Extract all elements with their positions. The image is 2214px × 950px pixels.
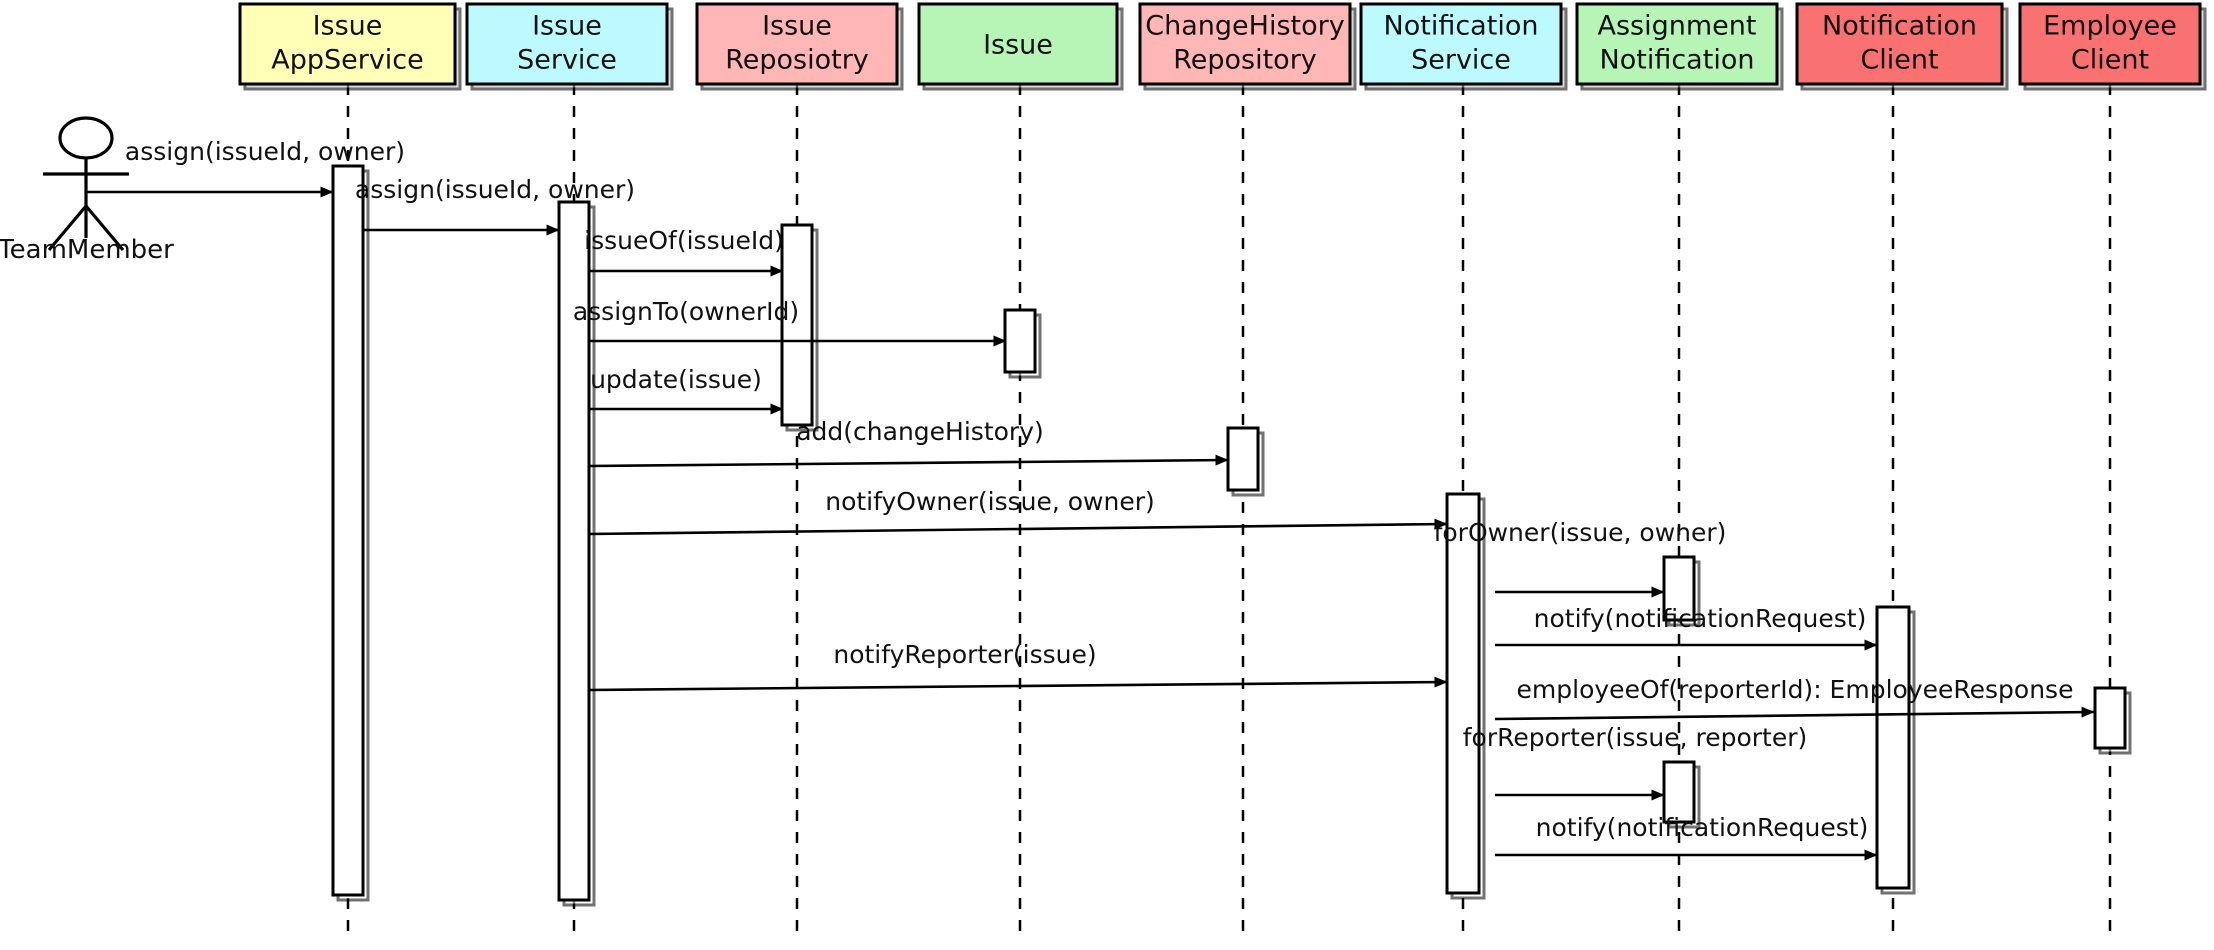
activation-bar-issue-repositry-1 — [780, 223, 819, 432]
msg-forowner-label: forOwner(issue, owner) — [1434, 518, 1727, 547]
actor-stick-figure — [43, 116, 129, 252]
participant-label-line2-issue-repositry: Reposiotry — [725, 45, 869, 76]
activations-layer — [331, 164, 2132, 907]
participant-label-line1-notification-client: Notification — [1822, 11, 1977, 42]
participant-label-line2-notification-client: Client — [1860, 45, 1938, 76]
actor-layer: TeamMember — [0, 116, 174, 265]
msg-assign-to-service-label: assign(issueId, owner) — [355, 175, 635, 204]
msg-notifyowner: notifyOwner(issue, owner) — [588, 487, 1448, 536]
participant-label-line2-employee-client: Client — [2071, 45, 2149, 76]
activation-bar-changehistory-repository-1 — [1226, 426, 1265, 497]
participant-label-line1-employee-client: Employee — [2043, 11, 2177, 42]
msg-employeeof-label: employeeOf(reporterId): EmployeeResponse — [1517, 675, 2074, 704]
msg-notify-notificationrequest-owner: notify(notificationRequest) — [1495, 604, 1878, 651]
msg-assign-from-actor: assign(issueId, owner) — [86, 137, 405, 198]
msg-notifyreporter-label: notifyReporter(issue) — [833, 640, 1096, 669]
participant-label-line1-changehistory-repository: ChangeHistory — [1145, 11, 1344, 42]
participant-label-line2-assignment-notification: Notification — [1600, 45, 1755, 76]
msg-update-issue-label: update(issue) — [590, 365, 762, 394]
participant-label-line2-issue-service: Service — [517, 45, 617, 76]
activation-bar-assignment-notification-2 — [1662, 760, 1701, 829]
activation-bar-issue-1 — [1003, 308, 1042, 379]
activation-bar-notification-service-1 — [1445, 492, 1486, 900]
participant-label-line1-notification-service: Notification — [1384, 11, 1539, 42]
participant-box-issue[interactable]: Issue — [917, 2, 1124, 91]
msg-employeeof-line — [1494, 706, 2095, 721]
messages-layer: assign(issueId, owner) assign(issueId, ow… — [86, 137, 2095, 861]
msg-issueof-label: issueOf(issueId) — [584, 226, 784, 255]
participant-label-line1-issue-app-service: Issue — [313, 11, 383, 42]
participant-label-line1-issue-repositry: Issue — [762, 11, 832, 42]
activation-bar-issue-service-1 — [557, 200, 596, 907]
msg-notifyowner-label: notifyOwner(issue, owner) — [825, 487, 1155, 516]
msg-assignto: assignTo(ownerId) — [573, 297, 1007, 347]
msg-add-changehistory: add(changeHistory) — [588, 417, 1229, 468]
participant-label-line1-issue-service: Issue — [532, 11, 602, 42]
participant-headers-layer: IssueAppServiceIssueServiceIssueReposiot… — [238, 2, 2207, 91]
msg-forreporter-label: forReporter(issue, reporter) — [1463, 723, 1808, 752]
msg-assign-from-actor-label: assign(issueId, owner) — [125, 137, 405, 166]
lifelines-layer — [346, 84, 2112, 938]
msg-add-changehistory-label: add(changeHistory) — [796, 417, 1044, 446]
msg-notifyreporter: notifyReporter(issue) — [588, 640, 1448, 692]
participant-label-line2-notification-service: Service — [1411, 45, 1511, 76]
msg-forowner: forOwner(issue, owner) — [1434, 518, 1727, 598]
activation-bar-notification-client-1 — [1875, 605, 1916, 895]
msg-issueof: issueOf(issueId) — [584, 226, 784, 277]
msg-assign-to-service: assign(issueId, owner) — [355, 175, 635, 236]
msg-notifyreporter-line — [588, 676, 1448, 692]
activation-bar-assignment-notification-1 — [1662, 555, 1701, 627]
activation-bar-issue-app-service-1 — [331, 164, 370, 902]
actor-label-teammember: TeamMember — [0, 235, 174, 265]
msg-notify-notificationrequest-owner-label: notify(notificationRequest) — [1534, 604, 1867, 633]
msg-notify-notificationrequest-reporter: notify(notificationRequest) — [1495, 813, 1878, 861]
msg-forreporter: forReporter(issue, reporter) — [1463, 723, 1808, 801]
msg-employeeof: employeeOf(reporterId): EmployeeResponse — [1494, 675, 2095, 721]
msg-add-changehistory-line — [588, 454, 1229, 468]
msg-update-issue: update(issue) — [589, 365, 784, 415]
msg-assignto-label: assignTo(ownerId) — [573, 297, 799, 326]
participant-label-line1-assignment-notification: Assignment — [1598, 11, 1757, 42]
activation-bar-employee-client-1 — [2093, 686, 2132, 755]
msg-notifyowner-line — [588, 518, 1448, 536]
msg-notify-notificationrequest-reporter-label: notify(notificationRequest) — [1536, 813, 1869, 842]
participant-label-line2-issue-app-service: AppService — [271, 45, 424, 76]
participant-label-line1-issue: Issue — [983, 30, 1053, 61]
participant-label-line2-changehistory-repository: Repository — [1173, 45, 1317, 76]
